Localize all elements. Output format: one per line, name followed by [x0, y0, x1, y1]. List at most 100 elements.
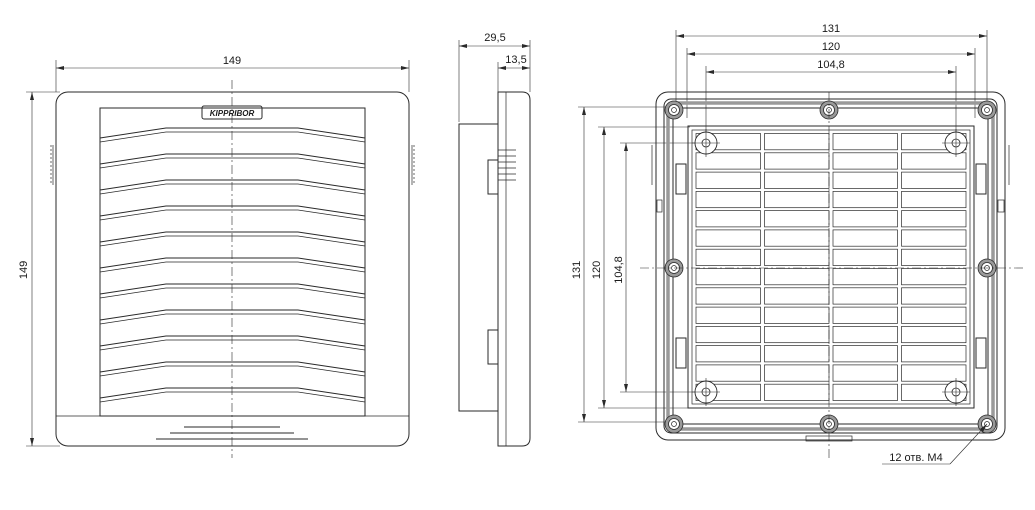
grid-cell [832, 345, 898, 363]
grid-cell [901, 306, 967, 324]
grid-cell [764, 345, 830, 363]
grid-cell [832, 248, 898, 266]
grid-cell [764, 191, 830, 209]
louver-slat [99, 127, 366, 143]
grid-cell [901, 191, 967, 209]
grid-cell [695, 152, 761, 170]
front-view: 149 149 KIPPRIBOR [18, 55, 415, 458]
rear-width-104-label: 104,8 [817, 59, 845, 71]
rear-height-104-label: 104,8 [613, 256, 625, 284]
grid-cell [764, 171, 830, 189]
grid-cell [901, 248, 967, 266]
grid-cell [764, 268, 830, 286]
mounting-hole [664, 414, 684, 434]
side-body [458, 123, 499, 412]
louver-slat [99, 387, 366, 403]
grid-cell [901, 364, 967, 382]
grid-cell [695, 306, 761, 324]
louver-slat [99, 335, 366, 351]
grid-cell [832, 191, 898, 209]
louver-slat [99, 153, 366, 169]
side-vent-ribs [498, 149, 516, 181]
rear-height-131-dimension: 131 [571, 106, 666, 423]
side-clip-top [487, 159, 499, 195]
mounting-hole [942, 129, 970, 157]
rear-gasket-inner [672, 107, 989, 425]
grid-cell [832, 210, 898, 228]
grid-cell [695, 171, 761, 189]
rear-height-120-label: 120 [591, 261, 603, 279]
grid-cell [764, 133, 830, 151]
grid-cell [901, 229, 967, 247]
rear-gasket [666, 101, 995, 431]
rear-mounting-holes [664, 100, 997, 434]
grid-cell [901, 287, 967, 305]
louver-slat [99, 309, 366, 325]
front-side-grips [50, 145, 415, 185]
grid-cell [764, 326, 830, 344]
rear-grid-window [687, 125, 975, 409]
mounting-hole [664, 100, 684, 120]
grid-cell [832, 364, 898, 382]
rear-width-104-dimension: 104,8 [705, 59, 957, 143]
grid-cell [695, 287, 761, 305]
louver-slat [99, 283, 366, 299]
side-flange-label: 13,5 [505, 54, 526, 66]
rear-outer-frame [655, 91, 1006, 441]
front-louvers [99, 127, 366, 403]
grid-cell [764, 229, 830, 247]
front-height-label: 149 [18, 261, 30, 279]
mounting-hole [977, 100, 997, 120]
grid-cell [832, 171, 898, 189]
rear-side-clips [651, 145, 1010, 369]
louver-slat [99, 257, 366, 273]
grid-cell [901, 152, 967, 170]
front-outer-frame [55, 91, 410, 447]
grid-cell [901, 210, 967, 228]
rear-view: 131 120 104,8 131 [571, 23, 1024, 465]
louver-slat [99, 231, 366, 247]
holes-leader: 12 отв. М4 [882, 423, 988, 465]
grid-cell [832, 152, 898, 170]
grid-cell [764, 248, 830, 266]
brand-logo-text: KIPPRIBOR [210, 109, 255, 118]
grid-cell [764, 383, 830, 401]
grid-cell [695, 210, 761, 228]
grid-cell [764, 364, 830, 382]
grid-cell [832, 383, 898, 401]
holes-label: 12 отв. М4 [889, 452, 942, 464]
side-flange [497, 91, 531, 447]
louver-slat [99, 205, 366, 221]
rear-width-131-label: 131 [822, 23, 840, 35]
grid-cell [695, 345, 761, 363]
front-width-dimension: 149 [55, 55, 410, 92]
rear-width-120-dimension: 120 [686, 41, 976, 118]
grid-cell [901, 171, 967, 189]
grid-cell [832, 229, 898, 247]
grid-cell [901, 268, 967, 286]
front-louver-window [99, 107, 366, 417]
grid-cell [832, 326, 898, 344]
mounting-hole [692, 378, 720, 406]
rear-height-131-label: 131 [571, 261, 583, 279]
grid-cell [764, 152, 830, 170]
side-view: 29,5 13,5 [458, 32, 531, 447]
louver-slat [99, 361, 366, 377]
grid-cell [832, 268, 898, 286]
grid-cell [901, 326, 967, 344]
rear-width-120-label: 120 [822, 41, 840, 53]
grid-cell [901, 345, 967, 363]
grid-cell [764, 306, 830, 324]
side-flange-dimension: 13,5 [497, 54, 530, 92]
grid-cell [695, 268, 761, 286]
grid-cell [764, 287, 830, 305]
louver-slat [99, 179, 366, 195]
side-depth-dimension: 29,5 [458, 32, 531, 122]
side-clip-bottom [487, 329, 499, 365]
grid-cell [695, 326, 761, 344]
grid-cell [695, 364, 761, 382]
front-width-label: 149 [223, 55, 241, 67]
mounting-hole [942, 378, 970, 406]
grid-cell [832, 133, 898, 151]
